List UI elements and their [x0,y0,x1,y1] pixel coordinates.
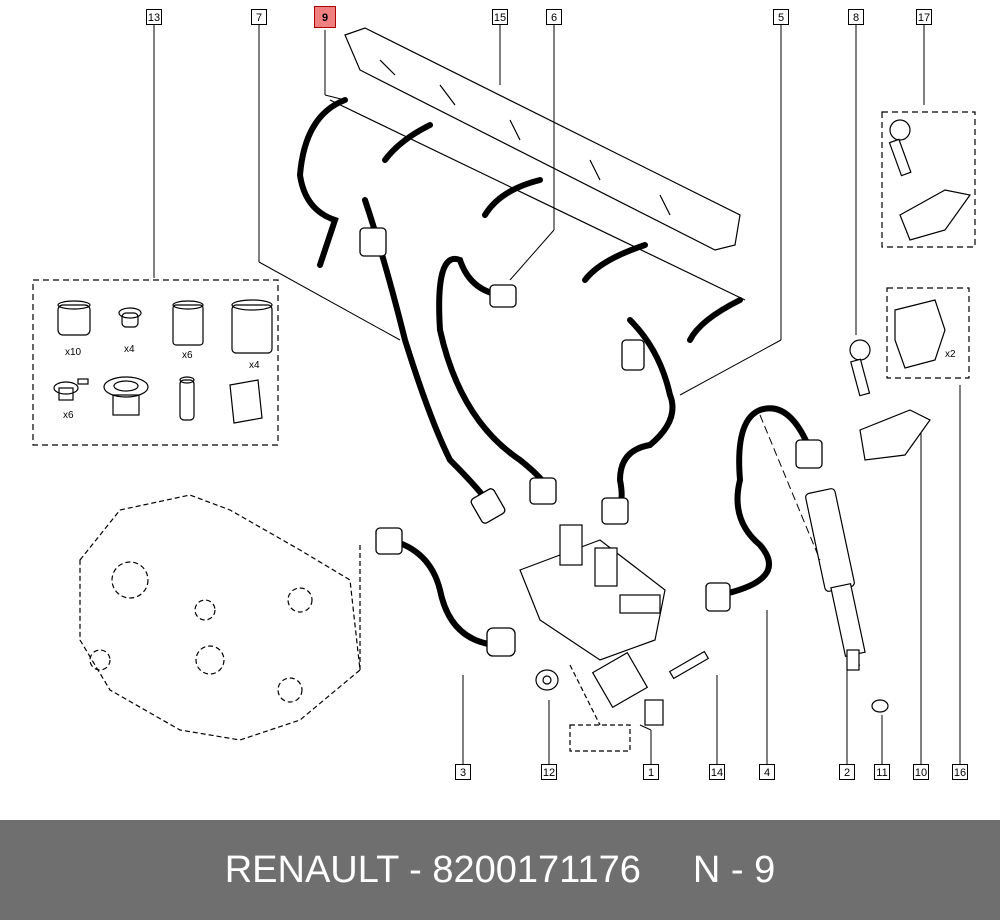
callout-3[interactable]: 3 [455,764,471,780]
qty-label: x6 [63,410,74,421]
callout-17[interactable]: 17 [916,9,932,25]
qty-label: x6 [182,350,193,361]
footer-bar: RENAULT - 8200171176 N - 9 [0,820,1000,920]
kit-box-16 [886,287,970,379]
kit-box-13 [32,279,279,446]
qty-label: x10 [65,347,82,358]
leader-lines [153,25,961,765]
callout-6[interactable]: 6 [546,9,562,25]
injector [805,488,889,713]
part-number: RENAULT - 8200171176 [224,848,641,891]
high-pressure-pump [519,524,666,726]
qty-label: x4 [124,344,135,355]
qty-label: x2 [945,349,956,360]
callout-8[interactable]: 8 [848,9,864,25]
parts-diagram [32,25,976,765]
clamps-and-bolts [849,119,972,461]
callout-1[interactable]: 1 [643,764,659,780]
kit-items [53,299,273,424]
callout-11[interactable]: 11 [874,764,890,780]
callout-9-highlighted[interactable]: 9 [314,6,336,28]
callout-14[interactable]: 14 [709,764,725,780]
callout-16[interactable]: 16 [952,764,968,780]
engine-block [79,494,361,741]
callout-5[interactable]: 5 [773,9,789,25]
callout-12[interactable]: 12 [541,764,557,780]
pipe-nuts [359,227,823,657]
qty-label: x4 [249,360,260,371]
callout-4[interactable]: 4 [759,764,775,780]
callout-15[interactable]: 15 [492,9,508,25]
callout-7[interactable]: 7 [251,9,267,25]
position-label: N - 9 [692,848,776,891]
fuel-rail [344,27,741,251]
callout-13[interactable]: 13 [146,9,162,25]
callout-2[interactable]: 2 [839,764,855,780]
callout-10[interactable]: 10 [913,764,929,780]
kit-box-17 [881,111,976,248]
